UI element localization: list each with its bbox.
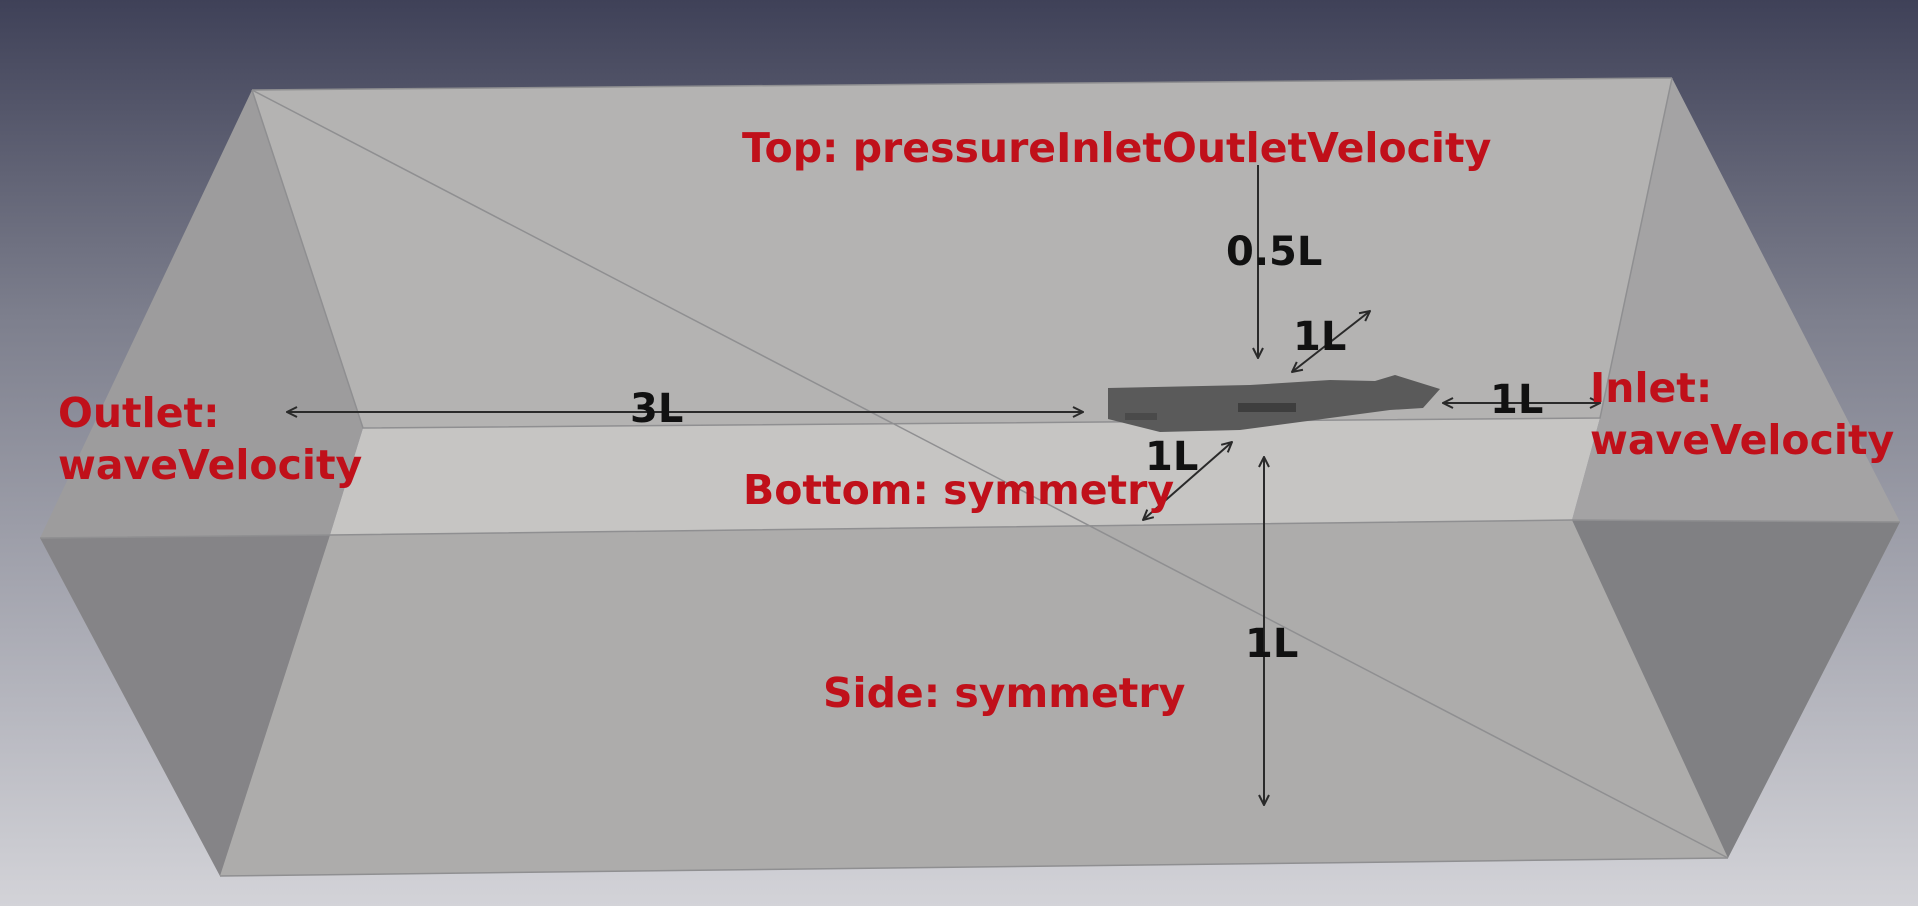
label-bottom-boundary: Bottom: symmetry [743, 466, 1174, 514]
label-outlet-line1: Outlet: [58, 389, 220, 437]
label-outlet-line2: waveVelocity [58, 441, 362, 489]
label-inlet-line1: Inlet: [1590, 364, 1712, 412]
label-top-boundary: Top: pressureInletOutletVelocity [742, 124, 1491, 172]
outlet-face-upper [40, 90, 363, 538]
arrow-width-back [1292, 311, 1370, 372]
bottom-face [330, 418, 1600, 535]
inlet-face-lower [1572, 520, 1900, 858]
label-inlet-line2: waveVelocity [1590, 416, 1894, 464]
ship-hull-skeg [1125, 413, 1157, 420]
dim-top-clearance: 0.5L [1226, 229, 1322, 275]
label-side-boundary: Side: symmetry [823, 669, 1185, 717]
arrow-width-front [1143, 442, 1232, 520]
dim-upstream: 3L [630, 386, 683, 432]
dim-width-front: 1L [1145, 434, 1198, 480]
dim-downstream: 1L [1490, 377, 1543, 423]
ship-hull-detail [1238, 403, 1296, 412]
dim-width-back: 1L [1293, 314, 1346, 360]
dim-depth: 1L [1245, 621, 1298, 667]
box-edges [39, 77, 1901, 877]
outlet-face-lower [40, 535, 330, 876]
side-face [40, 520, 1900, 876]
inlet-face-upper [1572, 78, 1900, 522]
